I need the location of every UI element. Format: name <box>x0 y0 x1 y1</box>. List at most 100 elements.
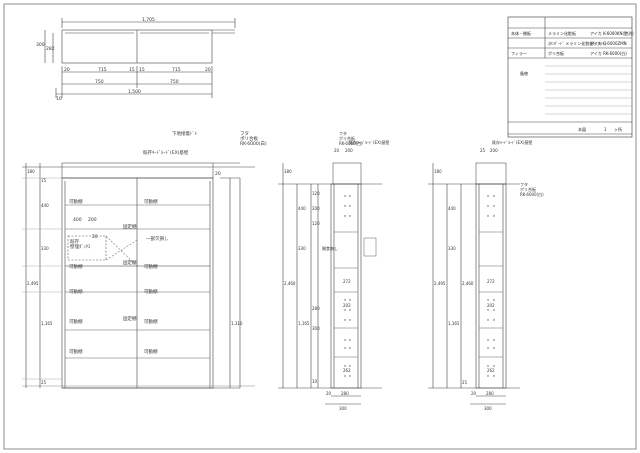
front-dim-20: 20 <box>92 234 98 240</box>
tb-row3-label: フィラー <box>511 50 527 56</box>
mid-note-lid-mat: ポリ合板 <box>339 135 355 141</box>
plan-side: 10 <box>56 96 62 102</box>
tb-qty-label: 本図 <box>578 126 586 132</box>
mid-note-beam: 既存ｷｰﾄﾞﾙｰﾄﾞ(EX)基壁 <box>349 139 389 145</box>
mid-vdim-2460: 2,460 <box>284 281 296 286</box>
mid-note-lid: フタ <box>339 130 347 136</box>
plan-seg-5: 715 <box>172 67 181 73</box>
plan-seg-1: 20 <box>64 67 70 73</box>
front-movable-4: 可動棚 <box>144 288 158 295</box>
front-note-gap: 20 <box>215 171 221 177</box>
right-note-lid-spec: RK-6000(白) <box>520 191 544 197</box>
tb-qty-unit: ヶ所 <box>614 126 622 132</box>
right-w202: 202 <box>487 303 495 308</box>
plan-view: 1,705 300 282 20 715 15 15 715 20 750 75… <box>36 17 236 102</box>
front-existing-2: 壁埋ﾎﾞｯｸｽ <box>70 243 91 250</box>
plan-depth-a: 300 <box>36 42 45 48</box>
mid-cut: 開食無し <box>322 245 338 251</box>
front-movable-7: 可動棚 <box>69 348 83 355</box>
plan-half-2: 750 <box>170 79 179 85</box>
front-vdim-2495: 2,495 <box>27 281 39 286</box>
mid-note-lid-spec: RK-6000(白) <box>339 140 363 146</box>
tb-qty-value: 1 <box>604 127 607 132</box>
middle-section: フタ ポリ合板 RK-6000(白) 既存ｷｰﾄﾞﾙｰﾄﾞ(EX)基壁 20 2… <box>278 130 389 411</box>
mid-vdim-200: 200 <box>312 206 320 211</box>
mid-vdim-10: 10 <box>312 379 318 384</box>
mid-hdim-20: 20 <box>326 391 332 396</box>
sheet-border <box>3 3 637 450</box>
mid-w202: 202 <box>343 303 351 308</box>
front-movable-9: 可動棚 <box>69 263 83 270</box>
front-fixed-2: 固定棚 <box>123 259 137 266</box>
front-vdim-1165: 1,165 <box>41 321 53 326</box>
front-note-soffit: 下地接着ﾄﾞﾒ <box>172 130 197 137</box>
right-w262: 262 <box>487 368 495 373</box>
right-vdim-25: 25 <box>462 380 468 385</box>
mid-w20: 20 <box>334 148 340 153</box>
front-dim-200: 200 <box>88 217 97 223</box>
mid-vdim-120a: 120 <box>312 191 320 196</box>
tb-row3-spec: アイカ RK-6000(白) <box>590 50 627 56</box>
front-note-beam: 既存ｷｰﾄﾞﾙｰﾄﾞ(EX)基壁 <box>143 149 189 156</box>
front-note-lid-spec: RK-6000(白) <box>240 140 267 147</box>
front-existing: 既存 <box>70 238 79 245</box>
front-movable-2: 可動棚 <box>144 198 158 205</box>
mid-vdim-1165: 1,165 <box>298 321 310 326</box>
mid-vdim-330: 330 <box>298 246 306 251</box>
front-rdim-1310: 1,310 <box>231 321 243 326</box>
front-vdim-25: 25 <box>41 380 47 385</box>
right-vdim-2495: 2,495 <box>434 281 446 286</box>
front-note-lid: フタ <box>240 130 249 137</box>
right-note-beam: 既存ｷｰﾄﾞﾙｰﾄﾞ(EX)基壁 <box>492 139 532 145</box>
plan-half-1: 750 <box>95 79 104 85</box>
right-vdim-1165: 1,165 <box>448 321 460 326</box>
right-w25: 25 <box>480 148 486 153</box>
mid-hdim-300: 300 <box>339 406 347 411</box>
mid-w200: 200 <box>345 148 353 153</box>
front-movable-8: 可動棚 <box>144 348 158 355</box>
front-vdim-15: 15 <box>41 178 47 183</box>
tb-row3-value: ポリ合板 <box>548 50 564 56</box>
plan-seg-3: 15 <box>129 67 135 73</box>
right-note-lid: フタ <box>520 181 528 187</box>
mid-vdim-440: 440 <box>298 206 306 211</box>
plan-seg-2: 715 <box>98 67 107 73</box>
front-fixed-1: 固定棚 <box>123 223 137 230</box>
tb-notes-label: 备物 <box>520 70 528 76</box>
tb-row2-spec: アイカ C-6000ZMN <box>590 41 627 46</box>
front-cut: 一部欠損し <box>146 235 169 242</box>
front-vdim-180: 180 <box>27 169 35 174</box>
right-w200: 200 <box>490 148 498 153</box>
front-dim-400: 400 <box>73 217 82 223</box>
right-vdim-440: 440 <box>448 206 456 211</box>
tb-row1-value: メラミン化粧板 <box>548 30 576 36</box>
plan-seg-6: 20 <box>205 67 211 73</box>
mid-hdim-280: 280 <box>341 391 349 396</box>
front-movable-10: 可動棚 <box>144 263 158 270</box>
mid-vdim-280: 280 <box>312 306 320 311</box>
tb-row1-spec: アイカ K-6000KN(艶消) <box>590 30 634 36</box>
tb-row1-label: 本体・棚板 <box>511 30 531 36</box>
mid-vdim-180: 180 <box>284 169 292 174</box>
right-hdim-280: 280 <box>486 391 494 396</box>
right-w272: 272 <box>487 279 495 284</box>
front-movable-5: 可動棚 <box>69 318 83 325</box>
right-section: フタ ポリ合板 RK-6000(白) 既存ｷｰﾄﾞﾙｰﾄﾞ(EX)基壁 25 2… <box>428 139 544 411</box>
right-hdim-20: 20 <box>471 391 477 396</box>
front-vdim-330: 330 <box>41 246 49 251</box>
title-block: 本体・棚板 メラミン化粧板 アイカ K-6000KN(艶消) ｽﾀﾝﾀﾞｰﾄﾞ … <box>507 16 634 138</box>
front-note-lid-mat: ポリ合板 <box>240 135 258 142</box>
front-movable-3: 可動棚 <box>69 288 83 295</box>
mid-w262: 262 <box>343 368 351 373</box>
plan-top-total: 1,705 <box>142 17 155 23</box>
mid-vdim-300: 300 <box>312 326 320 331</box>
right-vdim-330: 330 <box>448 246 456 251</box>
plan-seg-4: 15 <box>139 67 145 73</box>
front-movable-6: 可動棚 <box>144 318 158 325</box>
mid-vdim-120b: 120 <box>312 221 320 226</box>
front-fixed-3: 固定棚 <box>123 315 137 322</box>
mid-w272: 272 <box>343 279 351 284</box>
right-vdim-2460: 2,460 <box>462 281 474 286</box>
front-vdim-440: 440 <box>41 203 49 208</box>
